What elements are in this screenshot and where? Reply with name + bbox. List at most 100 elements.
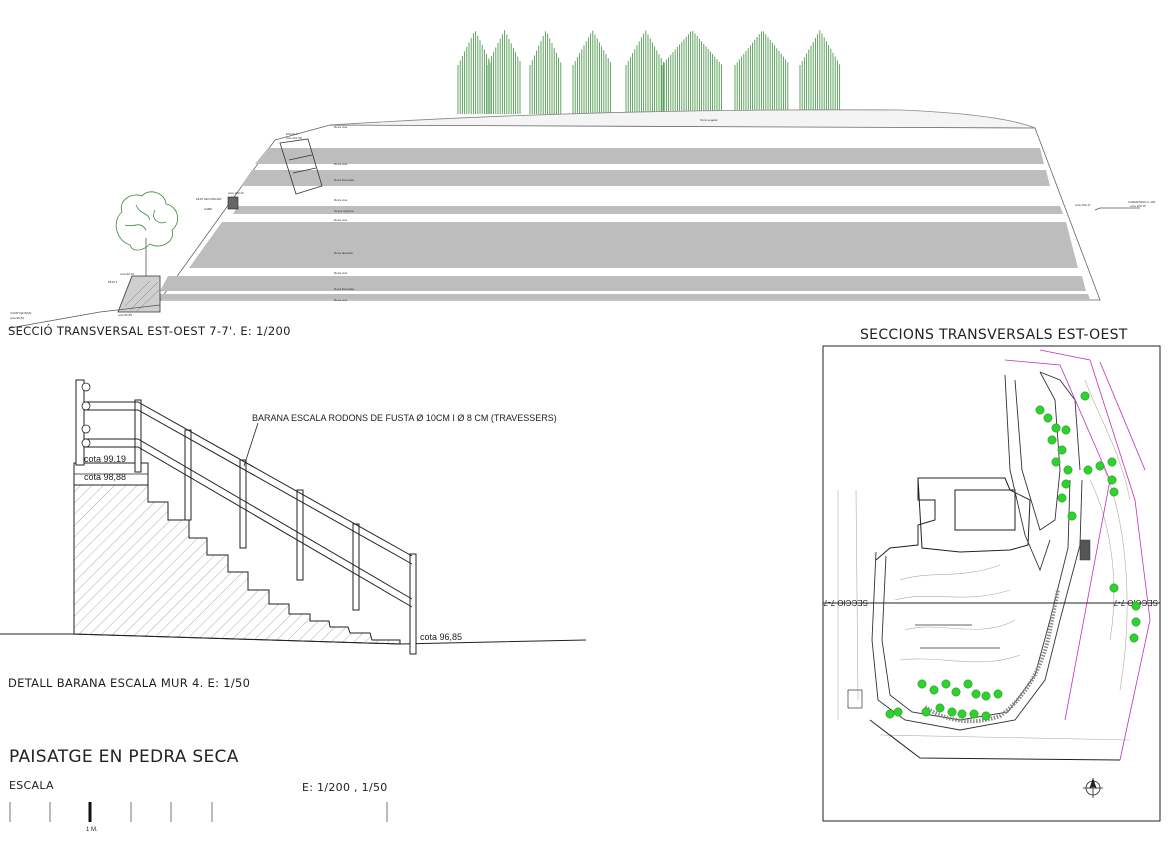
property-lines xyxy=(1004,349,1151,761)
tree-marker xyxy=(1131,617,1141,627)
tiny-label: Roca alterada xyxy=(334,251,353,255)
tiny-label: Roca viva xyxy=(334,162,348,166)
tree-marker xyxy=(957,709,967,719)
tree-marker xyxy=(1063,465,1073,475)
tiny-label: cota 96,50 xyxy=(10,316,24,320)
scale-label: ESCALA xyxy=(9,779,54,792)
tree-marker xyxy=(1051,457,1061,467)
mur-secundari-label: MUR SECUNDARI xyxy=(196,197,222,201)
tiny-label: Roca viva xyxy=(334,198,348,202)
mur-label: MUR 4 xyxy=(108,280,118,284)
tree-marker xyxy=(1057,493,1067,503)
railing-joints xyxy=(81,382,91,448)
cypress-trees xyxy=(457,30,841,114)
cota-mid: cota 98,88 xyxy=(84,472,126,482)
deciduous-tree xyxy=(115,191,179,276)
railing-posts xyxy=(75,379,417,655)
tree-marker xyxy=(1129,633,1139,643)
tiny-label: Roca fissurada xyxy=(334,287,354,291)
tiny-label: Roca viva xyxy=(334,125,348,129)
path-edge-hatch xyxy=(923,589,1060,724)
tree-marker xyxy=(885,709,895,719)
tree-marker xyxy=(1107,457,1117,467)
scale-unit: 1 M. xyxy=(86,827,98,833)
contour-lines xyxy=(837,379,1131,741)
section-caption: SECCIÓ TRANSVERSAL EST-OEST 7-7'. E: 1/2… xyxy=(8,324,291,338)
tree-marker xyxy=(1080,391,1090,401)
mur-4-wall xyxy=(117,275,161,313)
scale-values: E: 1/200 , 1/50 xyxy=(302,781,388,794)
tiny-label: cota 100,17 xyxy=(1075,203,1091,207)
escala-label: ESCALA xyxy=(286,132,298,136)
tiny-label: Roca viva xyxy=(334,271,348,275)
tree-marker xyxy=(1109,487,1119,497)
carretera-label: CARRETERA C-100 xyxy=(1128,200,1156,204)
tree-marker xyxy=(1051,423,1061,433)
stair-section xyxy=(279,138,323,195)
tiny-label: cota 100,20 xyxy=(228,191,244,195)
buildings xyxy=(875,477,1031,561)
tree-marker xyxy=(969,709,979,719)
tree-marker xyxy=(1047,435,1057,445)
tiny-label: Roca fissurada xyxy=(334,178,354,182)
tree-marker xyxy=(971,689,981,699)
tree-marker xyxy=(921,707,931,717)
railing-callout: BARANA ESCALA RODONS DE FUSTA Ø 10CM I Ø… xyxy=(252,413,557,423)
plan-stair xyxy=(1079,539,1091,561)
tree-marker xyxy=(1057,445,1067,455)
tree-marker xyxy=(1061,479,1071,489)
tiny-label: cota 101,53 xyxy=(286,136,302,140)
tree-marker xyxy=(963,679,973,689)
tree-marker xyxy=(1095,461,1105,471)
tree-marker xyxy=(1067,511,1077,521)
tree-marker xyxy=(993,689,1003,699)
tiny-label: cota 96,85 xyxy=(118,313,132,317)
tree-marker xyxy=(1109,583,1119,593)
tiny-label: cota 99,19 xyxy=(120,272,134,276)
tree-marker xyxy=(929,685,939,695)
cross-section-drawing: Roca viva Roca viva Roca fissurada Roca … xyxy=(9,30,1156,329)
tiny-label: cota 100,15 xyxy=(1130,204,1146,208)
section-left-label: SECCIO 7-7' xyxy=(822,598,868,607)
tree-marker xyxy=(1043,413,1053,423)
detail-caption: DETALL BARANA ESCALA MUR 4. E: 1/50 xyxy=(8,676,251,690)
tree-marker xyxy=(1035,405,1045,415)
project-title: PAISATGE EN PEDRA SECA xyxy=(9,747,239,767)
camp-label: CAMP DE BASI xyxy=(10,311,31,315)
mound-top xyxy=(329,109,1036,129)
tiny-label: Terra vegetal xyxy=(700,118,718,122)
plan-stair xyxy=(847,689,863,709)
detail-ground xyxy=(0,633,587,645)
plan-frame xyxy=(822,345,1161,822)
plan-trees xyxy=(885,391,1141,721)
stair-mass xyxy=(73,484,401,645)
callout-leader xyxy=(243,422,259,467)
walkway xyxy=(871,371,1083,731)
section-right-label: SECCIO 7-7 xyxy=(1113,598,1158,607)
wall-cap xyxy=(73,462,149,486)
tree-marker xyxy=(941,679,951,689)
tree-marker xyxy=(981,711,991,721)
tree-marker xyxy=(1107,475,1117,485)
tree-marker xyxy=(1061,425,1071,435)
strata-bands xyxy=(156,148,1090,299)
cota-bottom: cota 96,85 xyxy=(420,632,462,642)
north-arrow-icon xyxy=(1083,777,1103,798)
plan-road xyxy=(869,719,1121,761)
tree-marker xyxy=(1131,601,1141,611)
tree-marker xyxy=(951,687,961,697)
secondary-wall xyxy=(227,196,239,210)
tree-marker xyxy=(935,703,945,713)
plan-title: SECCIONS TRANSVERSALS EST-OEST xyxy=(860,327,1128,343)
cota-top: cota 99,19 xyxy=(84,454,126,464)
tree-marker xyxy=(1083,465,1093,475)
tree-marker xyxy=(947,707,957,717)
terrace-lines xyxy=(915,624,1000,649)
tree-marker xyxy=(917,679,927,689)
tree-marker xyxy=(893,707,903,717)
ground-line-left xyxy=(9,304,161,329)
tiny-label: Roca viva xyxy=(334,298,348,302)
handrails xyxy=(84,401,413,608)
tiny-label: CABE xyxy=(204,207,212,211)
tiny-label: Roca viva xyxy=(334,218,348,222)
